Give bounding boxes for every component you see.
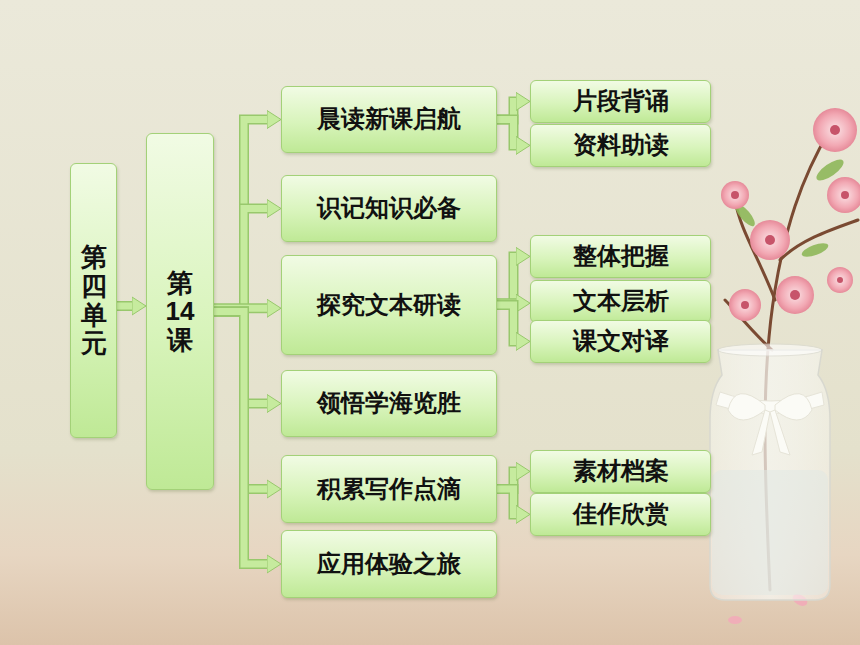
- topic-box: 佳作欣赏: [530, 493, 711, 536]
- topic-box: 课文对译: [530, 320, 711, 363]
- arrow-outline: [214, 312, 269, 565]
- node-label: 积累写作点滴: [317, 475, 461, 504]
- node-label: 探究文本研读: [317, 291, 461, 320]
- arrow-body: [214, 312, 269, 565]
- arrow-body: [497, 120, 518, 146]
- topic-box: 领悟学海览胜: [281, 370, 497, 437]
- topic-box: 积累写作点滴: [281, 455, 497, 523]
- arrow-body: [497, 256, 518, 305]
- node-label: 资料助读: [573, 131, 669, 160]
- vertical-title-box: 第14课: [146, 133, 214, 490]
- block-arrow: [214, 312, 269, 565]
- arrow-outline: [497, 256, 518, 305]
- arrow-outline: [117, 301, 134, 311]
- topic-box: 应用体验之旅: [281, 530, 497, 598]
- arrow-body: [497, 305, 518, 341]
- node-label: 第四单元: [81, 243, 107, 357]
- block-arrow: [497, 489, 518, 514]
- topic-box: 整体把握: [530, 235, 711, 278]
- topic-box: 识记知识必备: [281, 175, 497, 242]
- block-arrow: [214, 209, 269, 312]
- block-arrow: [497, 256, 518, 305]
- node-label: 第14课: [163, 269, 197, 355]
- arrow-outline: [497, 120, 518, 146]
- node-label: 佳作欣赏: [573, 500, 669, 529]
- topic-box: 探究文本研读: [281, 255, 497, 355]
- arrow-body: [117, 303, 134, 310]
- topic-box: 文本层析: [530, 280, 711, 323]
- node-label: 素材档案: [573, 457, 669, 486]
- vertical-title-box: 第四单元: [70, 163, 117, 438]
- node-label: 文本层析: [573, 287, 669, 316]
- topic-box: 资料助读: [530, 124, 711, 167]
- node-label: 整体把握: [573, 242, 669, 271]
- topic-box: 晨读新课启航: [281, 86, 497, 153]
- block-arrow: [214, 120, 269, 312]
- arrow-body: [214, 209, 269, 312]
- node-label: 课文对译: [573, 327, 669, 356]
- topic-box: 素材档案: [530, 450, 711, 493]
- arrow-outline: [497, 489, 518, 514]
- node-label: 领悟学海览胜: [317, 389, 461, 418]
- arrow-body: [214, 120, 269, 312]
- node-label: 识记知识必备: [317, 194, 461, 223]
- arrow-outline: [214, 120, 269, 312]
- arrow-outline: [214, 209, 269, 312]
- arrow-outline: [497, 305, 518, 341]
- block-arrow: [497, 120, 518, 146]
- block-arrow: [117, 306, 134, 307]
- node-label: 应用体验之旅: [317, 550, 461, 579]
- arrow-body: [497, 489, 518, 514]
- block-arrow: [497, 305, 518, 341]
- node-label: 片段背诵: [573, 87, 669, 116]
- node-label: 晨读新课启航: [317, 105, 461, 134]
- topic-box: 片段背诵: [530, 80, 711, 123]
